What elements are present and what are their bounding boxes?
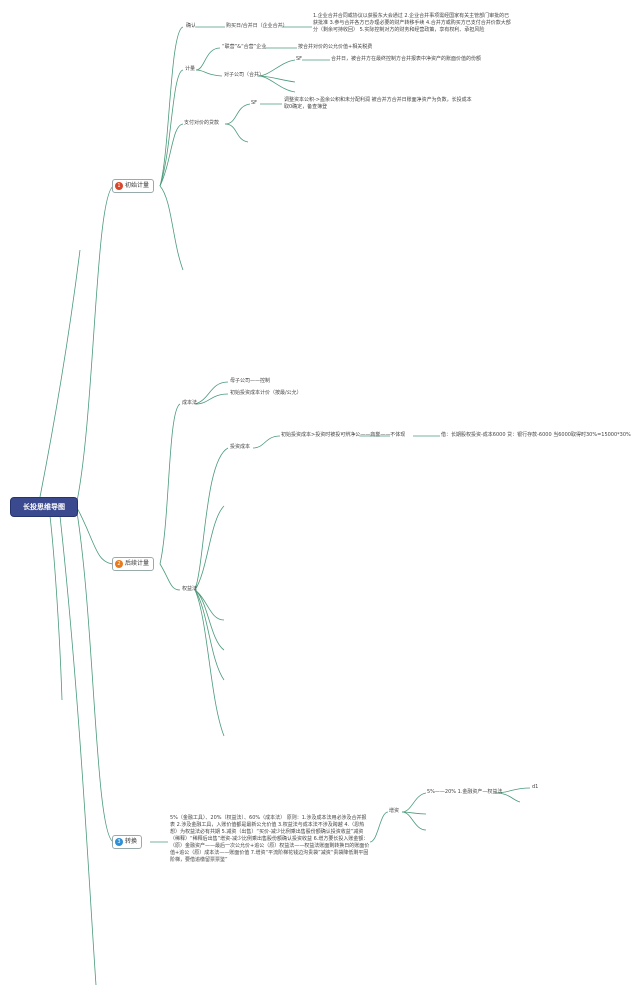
node-tag[interactable]: d1 [532, 784, 539, 790]
node-paid-desc[interactable]: 调整资本公积->盈余公积和未分配利润 被合并方合并日账面净资产为负数，长投成本取… [284, 97, 472, 110]
number-badge: 1 [115, 181, 123, 190]
number-badge: 2 [115, 559, 123, 568]
node-purchase-date[interactable]: 购买日/合并日（企业合并） [226, 23, 288, 29]
node-investment-desc[interactable]: 初始投资成本>投资时被投可辨净公——商誉——不体现 [281, 432, 406, 438]
node-confirm[interactable]: 确认 [186, 23, 197, 29]
node-cost-method[interactable]: 成本法 [182, 400, 198, 406]
node-cost-item1[interactable]: 母子公司——控制 [230, 378, 271, 384]
node-investment-cost[interactable]: 投资成本 [230, 444, 251, 450]
node-joint-venture-desc[interactable]: 按合并对价的公允价值+相关税费 [298, 44, 373, 50]
node-investment-example[interactable]: 借：长期股权投资-成本6000 贷：银行存款-6000 当6000取得时30%=… [441, 432, 631, 438]
node-measure[interactable]: 计量 [185, 66, 196, 72]
node-increase[interactable]: 增资 [389, 808, 400, 814]
branch-label: 转换 [125, 838, 138, 845]
node-joint-venture[interactable]: “联营”&“合营”企业 [222, 44, 267, 50]
node-increase-desc[interactable]: 5%——20% 1.金融资产—权益法 [427, 789, 503, 795]
number-badge: 3 [115, 837, 123, 846]
node-paid-tag[interactable]: SF [251, 100, 258, 106]
node-same-desc[interactable]: 合并日，被合并方在最终控制方合并报表中净资产的账面价值的份额 [331, 56, 482, 62]
root-node[interactable]: 长投思维导图 [10, 497, 78, 517]
node-same-tag[interactable]: SF [296, 56, 303, 62]
node-purchase-desc[interactable]: 1.企业合并合同或协议以获股东大会通过 2.企业合并事项需经国家有关主管部门审批… [313, 13, 511, 33]
node-equity-method[interactable]: 权益法 [182, 586, 198, 592]
node-cost-item2[interactable]: 初始投资成本计价（按最/公允） [230, 390, 302, 396]
branch-label: 后续计量 [125, 560, 150, 567]
node-paid-consideration[interactable]: 支付对价的贷款 [184, 120, 220, 126]
branch-label: 初始计量 [125, 182, 150, 189]
node-subsidiary[interactable]: 对子公司（合并） [224, 72, 265, 78]
node-conversion-desc[interactable]: 5%（金融工具）、20%（权益法）、60%（成本法） 原则：1.涉及成本法用必涉… [170, 815, 370, 863]
